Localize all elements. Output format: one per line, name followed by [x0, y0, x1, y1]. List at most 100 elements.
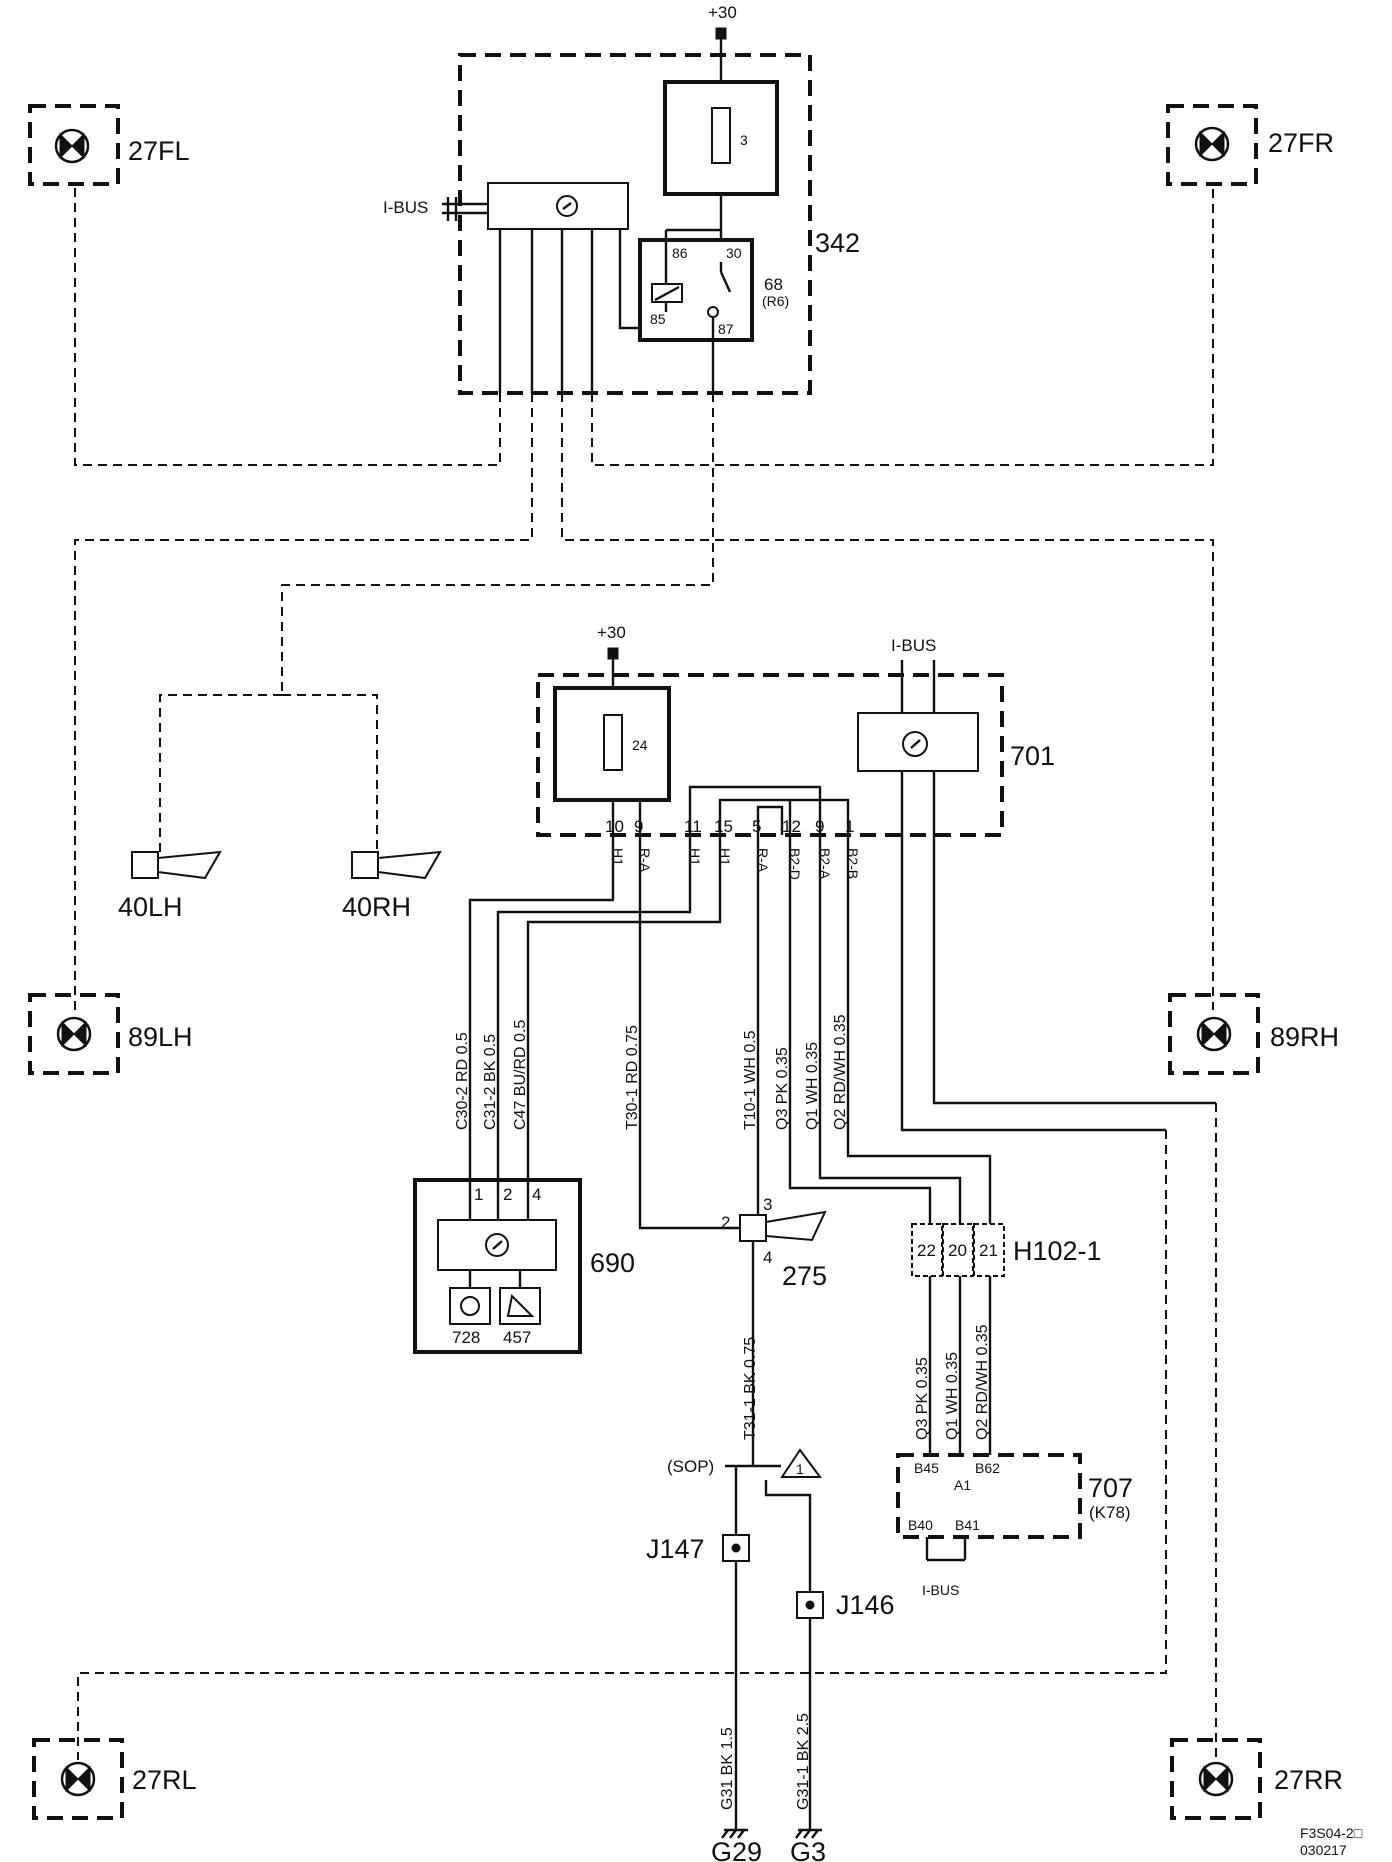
fuse-24-label: 24: [632, 737, 648, 753]
module-690-label: 690: [590, 1248, 635, 1278]
horn-40lh-label: 40LH: [118, 892, 183, 922]
pin-label: 11: [684, 817, 702, 836]
fuse-3-label: 3: [740, 132, 748, 148]
wire-label: C47 BU/RD 0.5: [512, 1020, 529, 1130]
relay-68-label: 68: [764, 275, 783, 294]
wire-label: C31-2 BK 0.5: [482, 1034, 499, 1130]
wire-label: Q1 WH 0.35: [804, 1042, 821, 1130]
lamp-icon: [65, 1765, 91, 1793]
module-707-label: 707: [1088, 1473, 1133, 1503]
module-342-label: 342: [815, 228, 860, 258]
lamp-icon: [1199, 130, 1225, 158]
wire-label: Q3 PK 0.35: [774, 1047, 791, 1130]
horn-40lh: 40LH: [118, 850, 222, 922]
lamp-89lh: 89LH: [28, 993, 193, 1075]
footer: F3S04-2□ 030217: [1300, 1825, 1363, 1858]
sensor-728-icon: [460, 1296, 480, 1316]
relay-terminal-87: 87: [718, 321, 734, 337]
connector-h102-1: 22 20 21 H102-1: [911, 1223, 1102, 1455]
relay-terminal-85: 85: [650, 311, 666, 327]
lamp-89rh: 89RH: [1168, 993, 1339, 1075]
wire-label: Q2 RD/WH 0.35: [832, 1014, 849, 1130]
lamp-27rr-label: 27RR: [1274, 1765, 1343, 1795]
lamp-icon: [1203, 1765, 1229, 1793]
relay-terminal-30: 30: [726, 245, 742, 261]
ground-g3-label: G3: [790, 1837, 826, 1862]
splice-j146-label: J146: [836, 1590, 895, 1620]
lamp-icon: [59, 132, 85, 160]
lamp-27fl-label: 27FL: [128, 136, 190, 166]
harness-342: [74, 183, 1214, 1010]
sop-label: (SOP): [667, 1457, 714, 1476]
relay-68-sub: (R6): [762, 293, 789, 309]
module-701-pins: 10 9 11 15 5 12 9 1: [605, 817, 854, 836]
module-342: +30 3 86 30 85 87 68 (R6) 342 I-BUS: [383, 3, 860, 395]
wire-label: T31-1 BK 0.75: [742, 1337, 759, 1440]
wire-label: G31-1 BK 2.5: [795, 1713, 812, 1810]
connector-h102-1-label: H102-1: [1013, 1236, 1102, 1266]
module-701: +30 24 701 I-BUS 10 9 11 15 5 12 9: [536, 623, 1055, 880]
pin-label: 21: [979, 1241, 998, 1260]
lamp-icon: [1201, 1020, 1227, 1048]
pin-label: 9: [815, 817, 824, 836]
lamp-27fr: 27FR: [1166, 104, 1334, 186]
pin-label: 2: [503, 1185, 512, 1204]
pin-label: A1: [954, 1477, 971, 1493]
horn-40rh: 40RH: [342, 850, 442, 922]
wire-label: T10-1 WH 0.5: [742, 1030, 759, 1130]
lamp-27rl-label: 27RL: [132, 1765, 197, 1795]
splice-j147-label: J147: [646, 1534, 705, 1564]
ground-g29-label: G29: [711, 1837, 762, 1862]
warning-number: 1: [796, 1461, 804, 1477]
pin-label: B41: [955, 1517, 980, 1533]
pin-label: 3: [763, 1195, 772, 1214]
relay-terminal-86: 86: [672, 245, 688, 261]
pin-label: 12: [782, 817, 801, 836]
wire-label: T30-1 RD 0.75: [624, 1025, 641, 1130]
pin-label: B40: [908, 1517, 933, 1533]
lamp-27rr: 27RR: [1170, 1738, 1343, 1820]
ground-section: (SOP) 1 J147 J146 G29 G3: [646, 1448, 895, 1862]
lamp-89rh-label: 89RH: [1270, 1022, 1339, 1052]
warning-icon: [780, 1448, 822, 1478]
horn-40rh-label: 40RH: [342, 892, 411, 922]
pin-label: 9: [634, 817, 643, 836]
module-707: B45 A1 B62 B40 B41 707 (K78) I-BUS: [896, 1453, 1133, 1598]
siren-275-label: 275: [782, 1261, 827, 1291]
wire-label: Q1 WH 0.35: [944, 1352, 961, 1440]
sensor-728-label: 728: [452, 1328, 480, 1347]
drawing-date: 030217: [1300, 1842, 1347, 1858]
pin-label: 10: [605, 817, 624, 836]
ibus-label-342: I-BUS: [383, 198, 428, 217]
wire-label: G31 BK 1.5: [719, 1727, 736, 1810]
lamp-27rl: 27RL: [32, 1738, 197, 1820]
supply-label-342: +30: [708, 3, 737, 22]
module-701-pin-labels: H1 R-A H1 H1 R-A B2-D B2-A B2-B: [610, 848, 861, 880]
module-707-sub: (K78): [1089, 1503, 1131, 1522]
wire-labels: C30-2 RD 0.5 C31-2 BK 0.5 C47 BU/RD 0.5 …: [454, 1014, 991, 1810]
lamp-27fr-label: 27FR: [1268, 128, 1334, 158]
ground-g3-icon: [795, 1828, 822, 1839]
pin-label: 1: [474, 1185, 483, 1204]
pin-label: 20: [948, 1241, 967, 1260]
pin-label: 4: [532, 1185, 541, 1204]
ibus-label-707: I-BUS: [922, 1582, 959, 1598]
siren-275: 2 3 4 275: [721, 1195, 827, 1466]
sensor-457-icon: [506, 1293, 535, 1317]
pin-label: B62: [975, 1460, 1000, 1476]
drawing-code: F3S04-2□: [1300, 1825, 1363, 1841]
module-690: 1 2 4 728 457 690: [413, 1178, 635, 1354]
wire-label: Q2 RD/WH 0.35: [974, 1324, 991, 1440]
ground-g29-icon: [721, 1828, 748, 1839]
pin-label: 15: [714, 817, 733, 836]
wire-label: Q3 PK 0.35: [914, 1357, 931, 1440]
module-701-label: 701: [1010, 741, 1055, 771]
lamp-89lh-label: 89LH: [128, 1022, 193, 1052]
pin-label: 4: [763, 1248, 772, 1267]
pin-label: 2: [721, 1213, 730, 1232]
lamp-27fl: 27FL: [28, 104, 190, 186]
sensor-457-label: 457: [503, 1328, 531, 1347]
ibus-label-701: I-BUS: [891, 636, 936, 655]
pin-label: 5: [752, 817, 761, 836]
